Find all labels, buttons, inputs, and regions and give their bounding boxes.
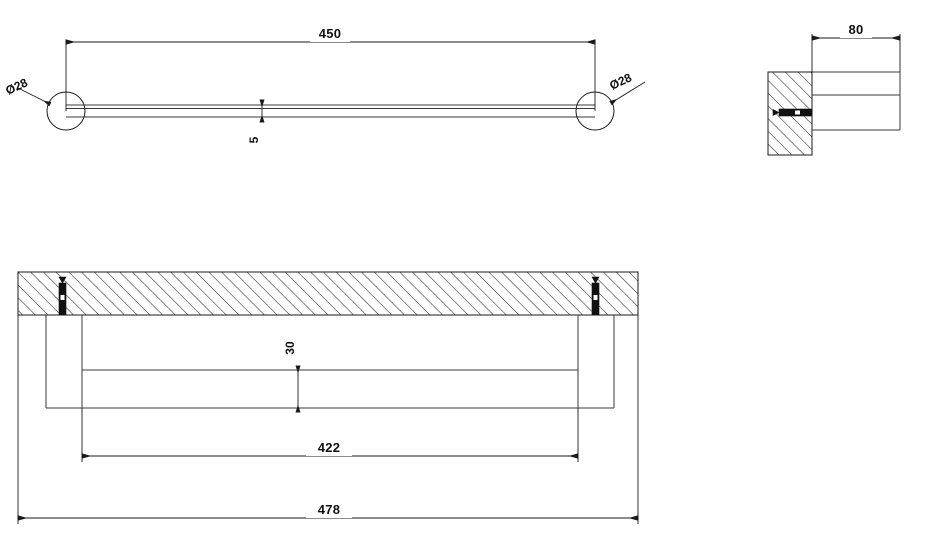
bracket-profile-side bbox=[812, 71, 901, 131]
leader-diameter-28-left: Ø28 bbox=[3, 75, 52, 107]
dimension-450-label: 450 bbox=[319, 26, 342, 41]
front-elevation-view: 450 Ø28 Ø28 5 bbox=[3, 26, 646, 143]
dimension-422-label: 422 bbox=[318, 440, 341, 455]
left-mounting-post bbox=[45, 315, 83, 409]
dimension-478-label: 478 bbox=[318, 502, 341, 517]
right-mounting-post bbox=[577, 315, 615, 409]
towel-rod-profile bbox=[66, 104, 595, 118]
wall-anchor-screw-left bbox=[58, 276, 67, 316]
dimension-5: 5 bbox=[247, 99, 265, 143]
dimension-80-label: 80 bbox=[848, 22, 863, 37]
dimension-478: 478 bbox=[17, 315, 639, 524]
plan-section-view: 30 422 478 bbox=[17, 271, 639, 524]
diameter-28-right-label: Ø28 bbox=[607, 70, 634, 92]
side-section-view: 80 bbox=[767, 22, 901, 156]
dimension-80: 80 bbox=[811, 22, 901, 72]
dimension-30: 30 bbox=[283, 341, 301, 413]
dimension-5-label: 5 bbox=[247, 136, 261, 143]
dimension-30-label: 30 bbox=[283, 341, 297, 355]
towel-bar-plan bbox=[82, 369, 578, 409]
wall-section-plan bbox=[17, 271, 639, 316]
dimension-422: 422 bbox=[81, 408, 579, 462]
leader-diameter-28-right: Ø28 bbox=[607, 70, 646, 106]
wall-anchor-screw-right bbox=[591, 276, 600, 316]
wall-anchor-screw-side bbox=[772, 108, 813, 117]
dimension-450: 450 bbox=[65, 26, 596, 45]
diameter-28-left-label: Ø28 bbox=[3, 75, 30, 97]
